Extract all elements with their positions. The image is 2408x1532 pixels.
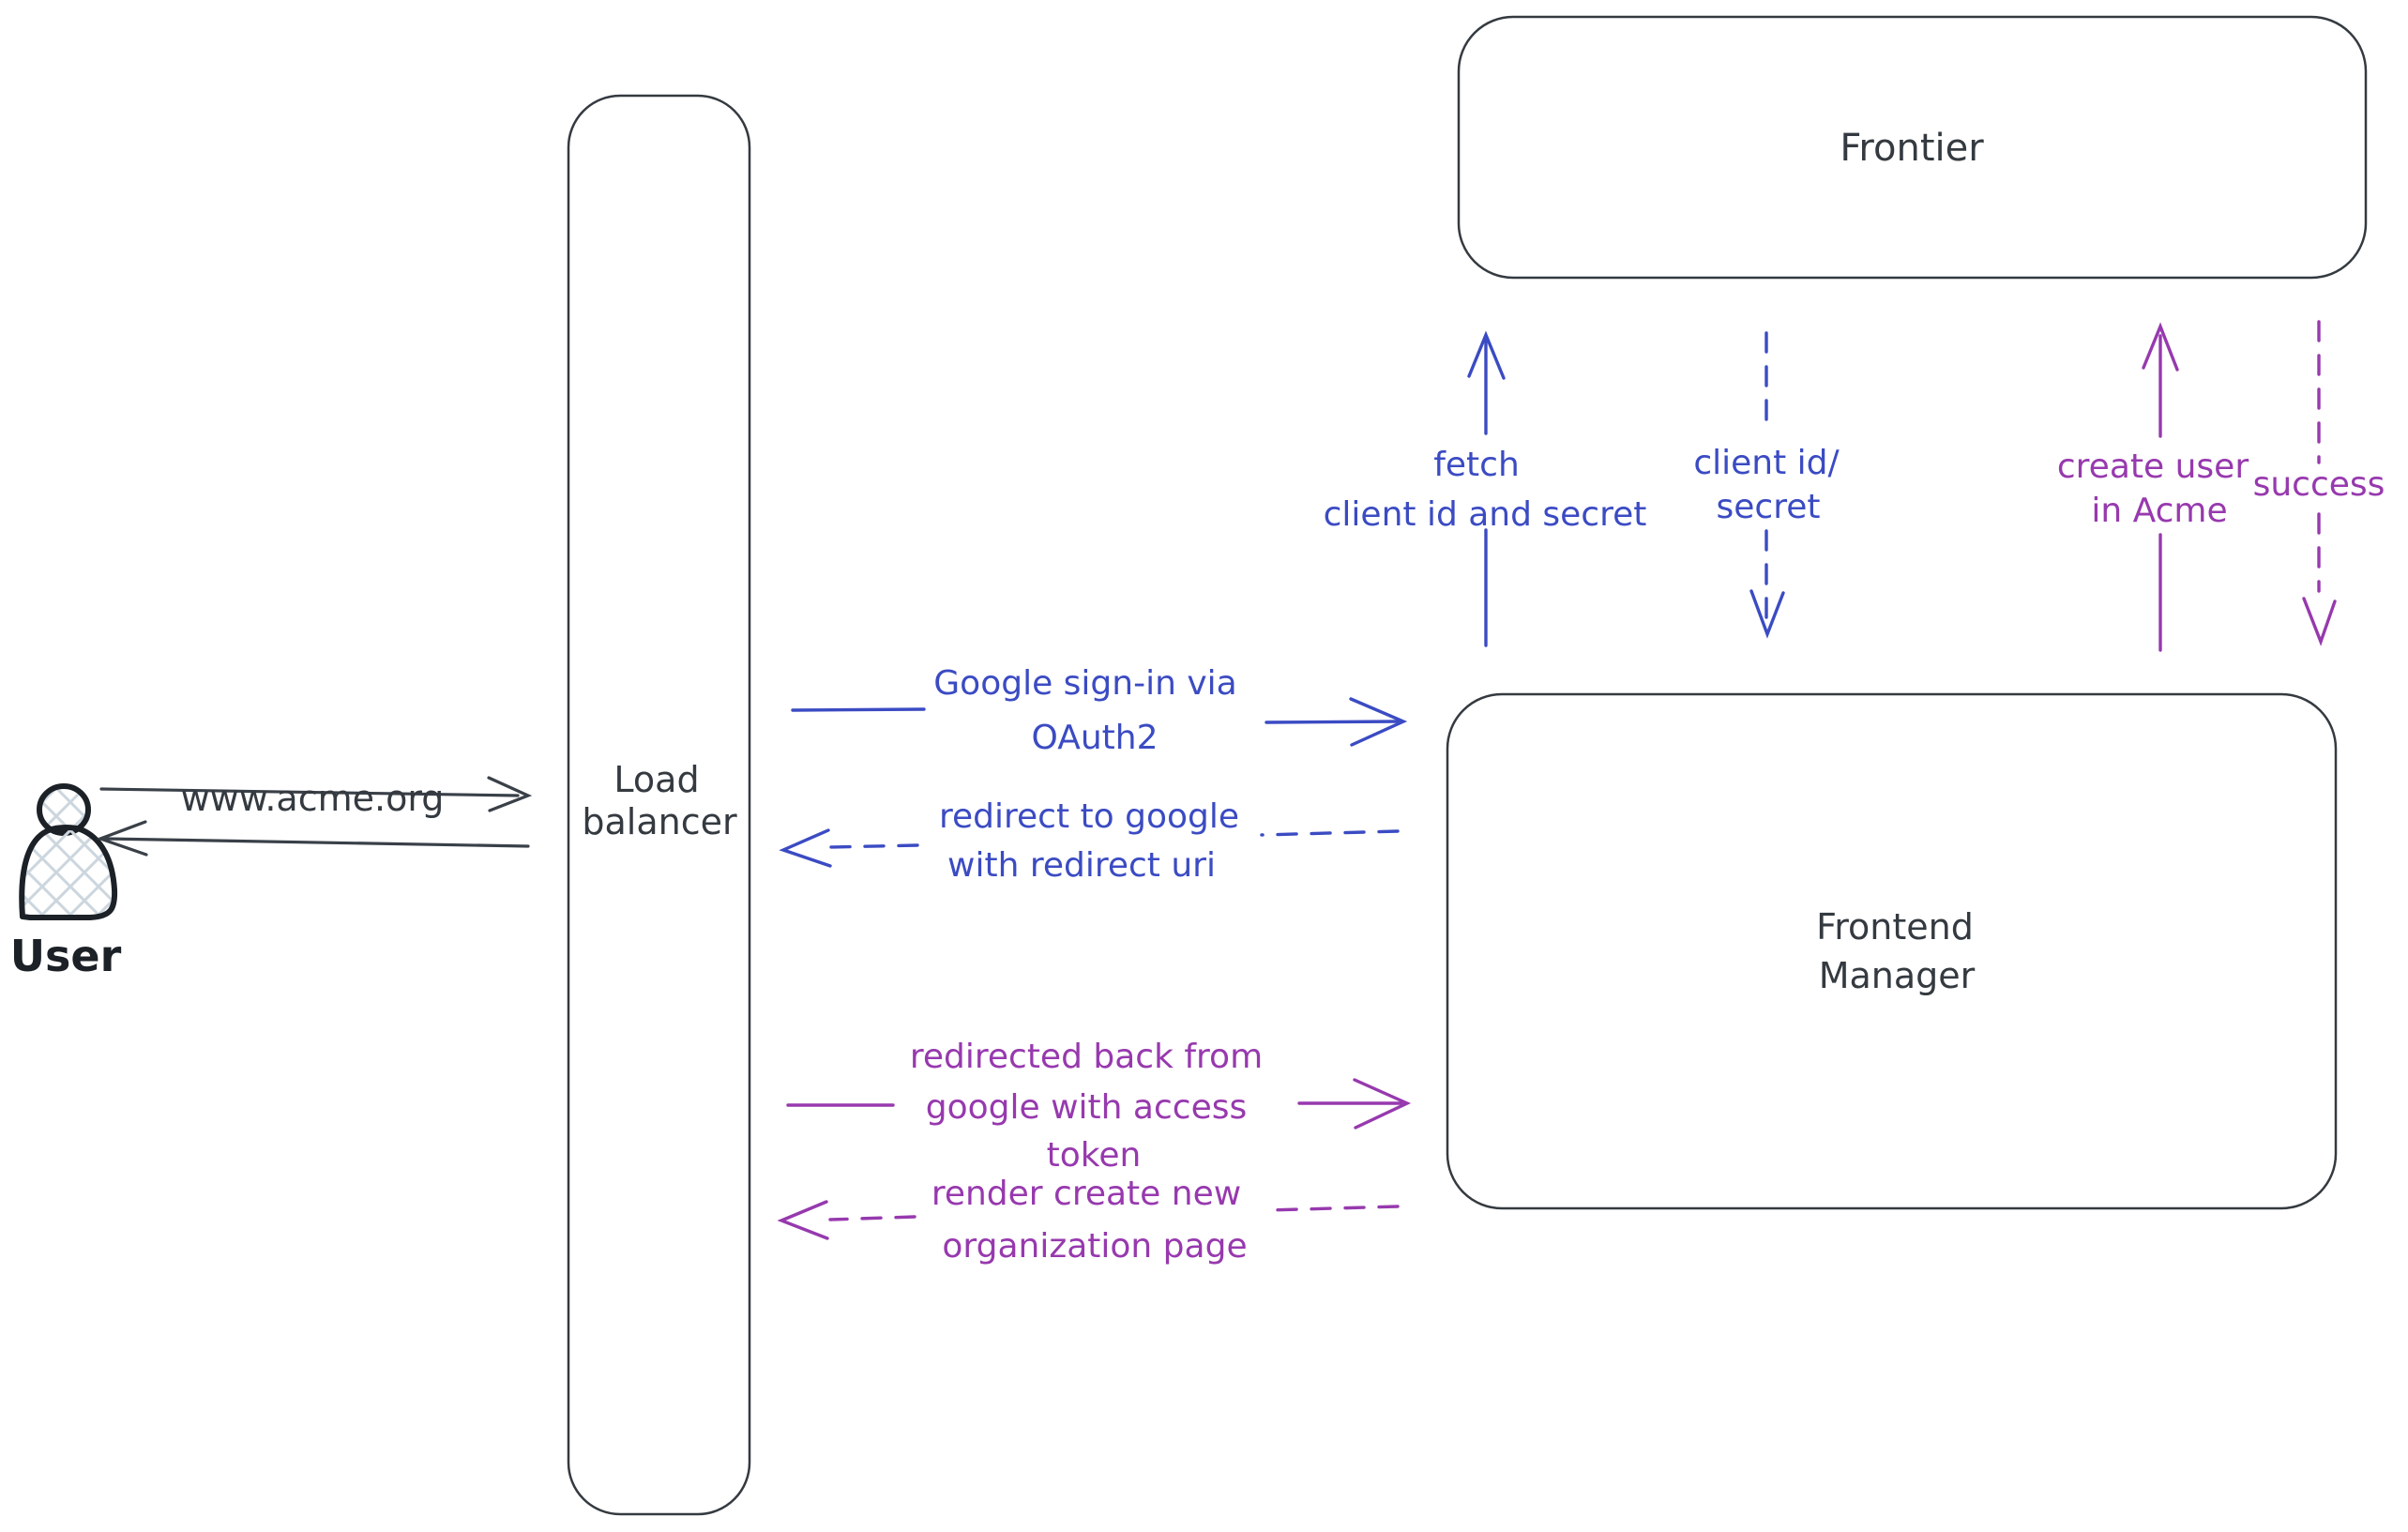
- google-signin-label-line1: Google sign-in via: [933, 664, 1237, 703]
- user-label: User: [9, 931, 122, 981]
- redirected-back-label-line1: redirected back from: [909, 1038, 1264, 1076]
- create-user-label-line2: in Acme: [2091, 492, 2228, 530]
- load-balancer-box: [567, 94, 751, 1516]
- client-id-secret-label-line1: client id/: [1693, 444, 1840, 482]
- google-signin-label-line2: OAuth2: [1031, 719, 1159, 757]
- frontier-label: Frontier: [1840, 127, 1984, 170]
- load-balancer-label-line2: balancer: [582, 801, 737, 842]
- create-user-label-line1: create user: [2056, 447, 2249, 486]
- frontier-box: [1457, 15, 2368, 280]
- frontend-manager-box: [1446, 692, 2338, 1210]
- redirected-back-label-line3: token: [1046, 1136, 1142, 1175]
- www-acme-label: www.acme.org: [180, 778, 445, 819]
- arrow-client-id-secret: [1749, 331, 1785, 639]
- arrow-return-to-user: [96, 820, 530, 857]
- frontend-manager-label-line1: Frontend: [1816, 906, 1974, 948]
- client-id-secret-label-line2: secret: [1716, 488, 1821, 526]
- render-org-page-label-line1: render create new: [931, 1175, 1242, 1213]
- frontend-manager-label-line2: Manager: [1818, 955, 1976, 996]
- arrow-render-org-page: [777, 1200, 1400, 1240]
- load-balancer-label-line1: Load: [613, 759, 700, 800]
- arrow-create-user: [2142, 322, 2179, 652]
- arrow-fetch-secret: [1467, 330, 1506, 647]
- redirect-google-label-line2: with redirect uri: [947, 846, 1216, 885]
- arrow-www-acme: [99, 776, 533, 812]
- arrow-google-signin: [791, 697, 1408, 747]
- arrow-success: [2302, 320, 2337, 646]
- success-label: success: [2252, 465, 2385, 504]
- redirected-back-label-line2: google with access: [925, 1088, 1248, 1127]
- render-org-page-label-line2: organization page: [942, 1227, 1248, 1266]
- fetch-secret-label-line1: fetch: [1433, 446, 1520, 484]
- redirect-google-label-line1: redirect to google: [938, 797, 1240, 836]
- user-icon: [19, 783, 118, 920]
- arrow-redirected-back: [786, 1078, 1412, 1130]
- arrow-redirect-google: [779, 828, 1400, 868]
- fetch-secret-label-line2: client id and secret: [1323, 495, 1647, 534]
